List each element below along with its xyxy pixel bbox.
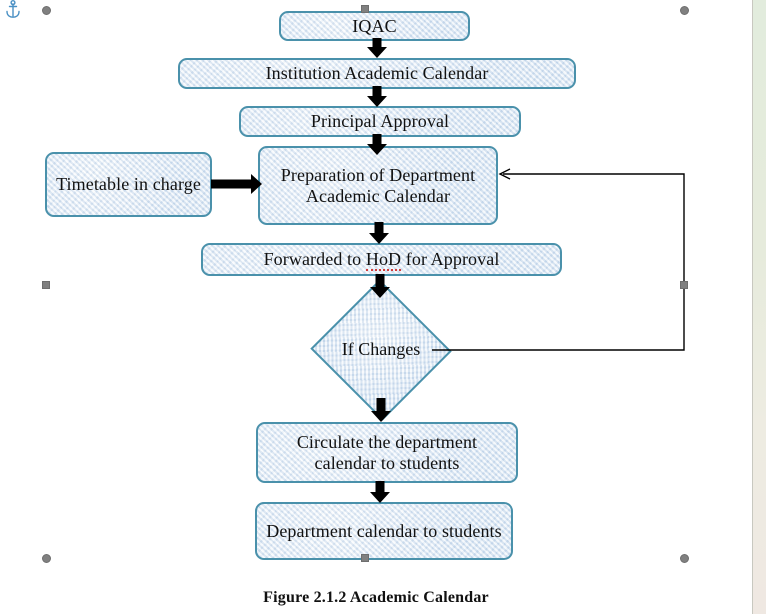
- misspelled-word: HoD: [365, 249, 402, 272]
- node-label: Principal Approval: [310, 111, 450, 132]
- page-edge-divider: [752, 0, 753, 614]
- node-label-suffix: for Approval: [401, 249, 500, 270]
- node-label-prefix: Forwarded to: [263, 249, 366, 270]
- figure-caption: Figure 2.1.2 Academic Calendar: [263, 589, 489, 606]
- flowchart-node-department-calendar-to-students[interactable]: Department calendar to students: [255, 502, 513, 560]
- flowchart-node-if-changes[interactable]: If Changes: [310, 279, 452, 421]
- node-label: If Changes: [341, 339, 421, 360]
- node-label: Preparation of Department Academic Calen…: [280, 165, 476, 206]
- flowchart-node-principal-approval[interactable]: Principal Approval: [239, 106, 521, 137]
- handle-bottom-center[interactable]: [361, 554, 369, 562]
- flowchart-node-preparation-of-department-academic-calendar[interactable]: Preparation of Department Academic Calen…: [258, 146, 498, 225]
- handle-bottom-left[interactable]: [42, 554, 51, 563]
- node-label: Institution Academic Calendar: [265, 63, 489, 84]
- handle-top-center[interactable]: [361, 5, 369, 13]
- node-label: IQAC: [352, 15, 397, 36]
- connector-preparation-to-forwarded: [368, 222, 390, 244]
- handle-middle-right[interactable]: [680, 281, 688, 289]
- connector-forwarded-to-if-changes: [369, 274, 391, 298]
- flowchart-node-iqac[interactable]: IQAC: [279, 11, 470, 41]
- node-label: Department calendar to students: [266, 520, 502, 541]
- handle-top-right[interactable]: [680, 6, 689, 15]
- flowchart-node-forwarded-to-hod-for-approval[interactable]: Forwarded to HoD for Approval: [201, 243, 562, 276]
- node-label: Forwarded to HoD for Approval: [209, 249, 554, 272]
- connector-circulate-to-department-calendar: [369, 481, 391, 503]
- connector-iqac-to-institution: [366, 38, 388, 58]
- flowchart-node-timetable-in-charge[interactable]: Timetable in charge: [45, 152, 212, 217]
- flowchart-node-institution-academic-calendar[interactable]: Institution Academic Calendar: [178, 58, 576, 89]
- flowchart-node-circulate-the-department-calendar-to-students[interactable]: Circulate the department calendar to stu…: [256, 422, 518, 483]
- handle-bottom-right[interactable]: [680, 554, 689, 563]
- page-background-strip: [753, 0, 766, 614]
- handle-top-left[interactable]: [42, 6, 51, 15]
- connector-if-changes-to-circulate: [370, 398, 392, 422]
- handle-middle-left[interactable]: [42, 281, 50, 289]
- anchor-icon: [6, 0, 20, 18]
- connector-timetable-to-preparation: [211, 173, 262, 195]
- connector-principal-to-preparation: [366, 134, 388, 155]
- node-label: Circulate the department calendar to stu…: [296, 432, 478, 473]
- connector-institution-to-principal: [366, 86, 388, 107]
- node-label: Timetable in charge: [56, 174, 201, 195]
